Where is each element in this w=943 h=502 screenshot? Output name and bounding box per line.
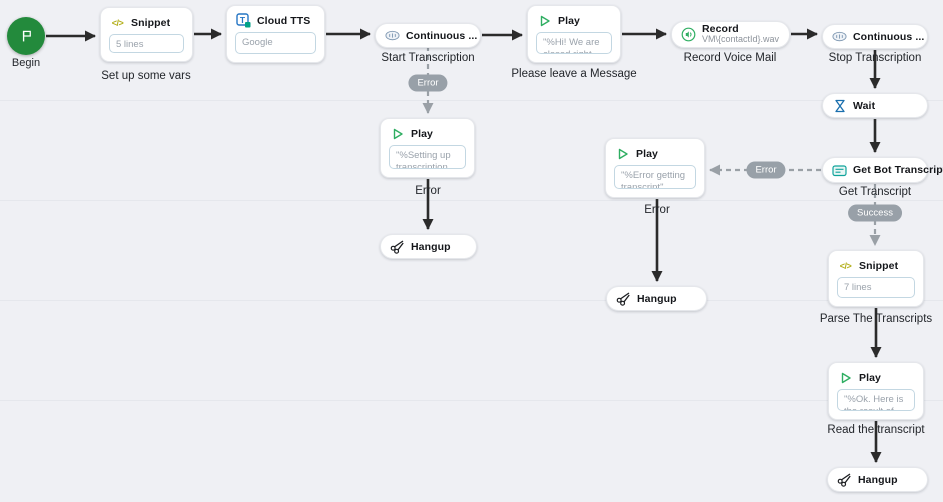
snippet-code-icon: </>	[111, 17, 124, 28]
snippet-code-icon: </>	[839, 260, 852, 271]
node-begin[interactable]	[7, 17, 45, 55]
continuous-transcription-icon	[385, 28, 400, 43]
node-caption: Start Transcription	[381, 52, 475, 64]
node-caption: Please leave a Message	[511, 68, 637, 80]
node-get-bot-transcript[interactable]: Get Bot Transcript	[822, 157, 943, 183]
play-icon	[537, 13, 552, 28]
node-body-text: "%Ok. Here is the result of the ...	[844, 394, 904, 410]
node-title: Play	[636, 147, 658, 160]
node-caption-begin: Begin	[11, 57, 41, 69]
node-play-transcript-error[interactable]: Play "%Error getting transcript"	[605, 138, 705, 198]
node-play-result[interactable]: Play "%Ok. Here is the result of the ...	[828, 362, 924, 420]
node-caption: Get Transcript	[838, 186, 912, 198]
node-title: Hangup	[637, 292, 677, 305]
grid-line	[0, 100, 943, 101]
node-caption: Error	[415, 185, 441, 197]
node-title: Wait	[853, 99, 876, 112]
node-preview: 5 lines	[109, 34, 184, 53]
node-subtitle: VM\{contactId}.wav	[702, 34, 780, 45]
node-title: Continuous ...	[853, 30, 925, 43]
flag-icon	[19, 29, 34, 44]
grid-line	[0, 400, 943, 401]
transcript-icon	[832, 163, 847, 178]
record-audio-icon	[681, 27, 696, 42]
node-title: Hangup	[858, 473, 898, 486]
node-stop-transcription[interactable]: Continuous ...	[822, 24, 928, 49]
node-play-setup-error[interactable]: Play "%Setting up transcription ...	[380, 118, 475, 178]
node-title: Play	[411, 127, 433, 140]
node-preview: "%Ok. Here is the result of the ...	[837, 389, 915, 411]
node-caption: Set up some vars	[101, 70, 191, 82]
node-hangup-main[interactable]: Hangup	[827, 467, 928, 492]
node-play-closed-message[interactable]: Play "%Hi! We are closed right now, ...	[527, 5, 621, 63]
node-preview: "%Hi! We are closed right now, ...	[536, 32, 612, 54]
node-preview: 7 lines	[837, 277, 915, 298]
svg-text:T: T	[240, 15, 246, 25]
node-body-text: 7 lines	[844, 282, 872, 293]
play-icon	[615, 146, 630, 161]
continuous-transcription-icon	[832, 29, 847, 44]
node-title: Record	[702, 22, 739, 35]
grid-line	[0, 200, 943, 201]
node-title: Cloud TTS	[257, 14, 311, 27]
node-snippet-parse[interactable]: </> Snippet 7 lines	[828, 250, 924, 307]
node-body-text: "%Hi! We are closed right now, ...	[543, 37, 600, 53]
node-body-text: "%Error getting transcript"	[621, 170, 686, 189]
node-title: Get Bot Transcript	[853, 164, 943, 176]
hangup-scissors-icon	[837, 472, 852, 487]
node-cloud-tts[interactable]: T Cloud TTS Google	[226, 5, 325, 63]
hangup-scissors-icon	[616, 291, 631, 306]
node-caption: Parse The Transcripts	[819, 313, 933, 325]
cloud-tts-icon: T	[236, 13, 251, 28]
node-start-transcription[interactable]: Continuous ...	[375, 23, 481, 48]
connector-badge-success[interactable]: Success	[848, 204, 902, 222]
node-hangup-setup-error[interactable]: Hangup	[380, 234, 477, 259]
node-title: Continuous ...	[406, 29, 478, 42]
node-preview: "%Error getting transcript"	[614, 165, 696, 189]
node-caption: Error	[644, 204, 670, 216]
connector-badge-error[interactable]: Error	[746, 161, 786, 179]
connector-badge-error[interactable]: Error	[408, 74, 448, 92]
node-caption: Record Voice Mail	[683, 52, 777, 64]
node-title: Hangup	[411, 240, 451, 253]
node-record[interactable]: Record VM\{contactId}.wav	[671, 21, 790, 48]
node-snippet-setup[interactable]: </> Snippet 5 lines	[100, 7, 193, 62]
node-title: Play	[558, 14, 580, 27]
node-title: Play	[859, 371, 881, 384]
node-wait[interactable]: Wait	[822, 93, 928, 118]
node-body-text: "%Setting up transcription ...	[396, 150, 459, 169]
node-body-text: 5 lines	[116, 39, 144, 50]
grid-line	[0, 300, 943, 301]
hourglass-icon	[832, 98, 847, 113]
play-icon	[838, 370, 853, 385]
node-caption: Read the transcript	[827, 424, 925, 436]
node-hangup-transcript-error[interactable]: Hangup	[606, 286, 707, 311]
hangup-scissors-icon	[390, 239, 405, 254]
node-preview: Google	[235, 32, 316, 54]
node-title: Snippet	[131, 16, 171, 29]
node-caption: Stop Transcription	[828, 52, 922, 64]
node-body-text: Google	[242, 37, 273, 48]
node-preview: "%Setting up transcription ...	[389, 145, 466, 169]
play-icon	[390, 126, 405, 141]
node-title: Snippet	[859, 259, 899, 272]
